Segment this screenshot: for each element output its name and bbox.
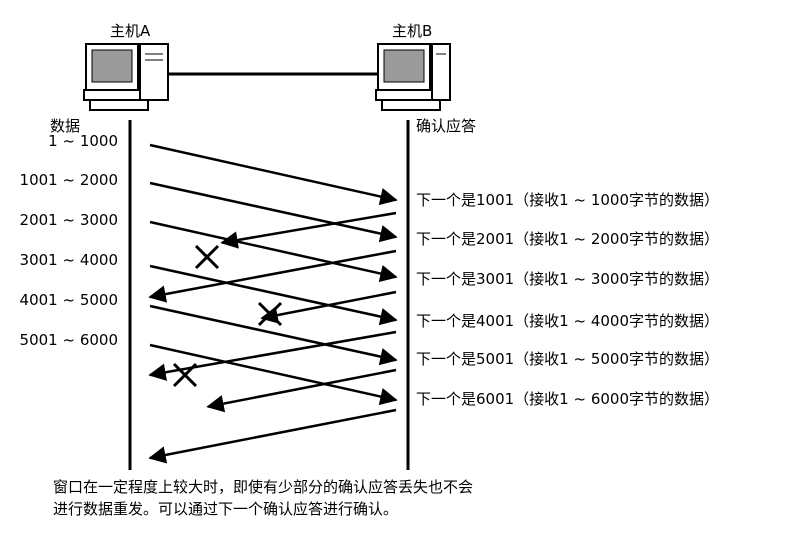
caption-line-1: 窗口在一定程度上较大时，即使有少部分的确认应答丢失也不会	[53, 478, 474, 496]
host-a-label: 主机A	[110, 22, 151, 40]
host-b-label: 主机B	[392, 22, 432, 40]
ack-label: 下一个是2001（接收1 ~ 2000字节的数据）	[416, 230, 719, 248]
ack-label: 下一个是4001（接收1 ~ 4000字节的数据）	[416, 312, 719, 330]
host-b-computer-icon	[375, 43, 451, 111]
segment-label: 2001 ~ 3000	[20, 211, 118, 229]
lost-x-icon	[172, 362, 198, 388]
ack-arrow	[148, 408, 397, 464]
data-segment-arrow	[149, 343, 398, 406]
ack-label: 下一个是5001（接收1 ~ 5000字节的数据）	[416, 350, 719, 368]
ack-arrow	[148, 249, 397, 303]
ack-column-header: 确认应答	[416, 117, 476, 135]
lost-ack-arrow	[260, 290, 397, 324]
loss-markers	[172, 244, 283, 388]
data-segment-arrow	[149, 181, 398, 243]
segment-label: 1001 ~ 2000	[20, 171, 118, 189]
ack-label: 下一个是1001（接收1 ~ 1000字节的数据）	[416, 191, 719, 209]
segment-label: 3001 ~ 4000	[20, 251, 118, 269]
caption-line-2: 进行数据重发。可以通过下一个确认应答进行确认。	[53, 500, 399, 518]
ack-label: 下一个是6001（接收1 ~ 6000字节的数据）	[416, 390, 719, 408]
lost-x-icon	[194, 244, 220, 270]
segment-label: 4001 ~ 5000	[20, 291, 118, 309]
data-segment-arrow	[149, 143, 398, 206]
segment-label: 5001 ~ 6000	[20, 331, 118, 349]
lost-x-icon	[257, 301, 283, 327]
lost-ack-arrow	[206, 368, 397, 413]
segment-labels: 1 ~ 1000 1001 ~ 2000 2001 ~ 3000 3001 ~ 400…	[20, 132, 118, 349]
lost-ack-arrow	[220, 211, 397, 249]
data-segment-arrow	[149, 304, 398, 366]
segment-label: 1 ~ 1000	[48, 132, 118, 150]
ack-label: 下一个是3001（接收1 ~ 3000字节的数据）	[416, 270, 719, 288]
data-segment-arrow	[149, 220, 398, 283]
host-a-computer-icon	[83, 43, 169, 111]
data-column-header: 数据	[50, 117, 80, 135]
ack-labels: 下一个是1001（接收1 ~ 1000字节的数据） 下一个是2001（接收1 ~ …	[416, 191, 719, 408]
data-segment-arrow	[149, 264, 398, 326]
data-arrows	[149, 143, 398, 406]
